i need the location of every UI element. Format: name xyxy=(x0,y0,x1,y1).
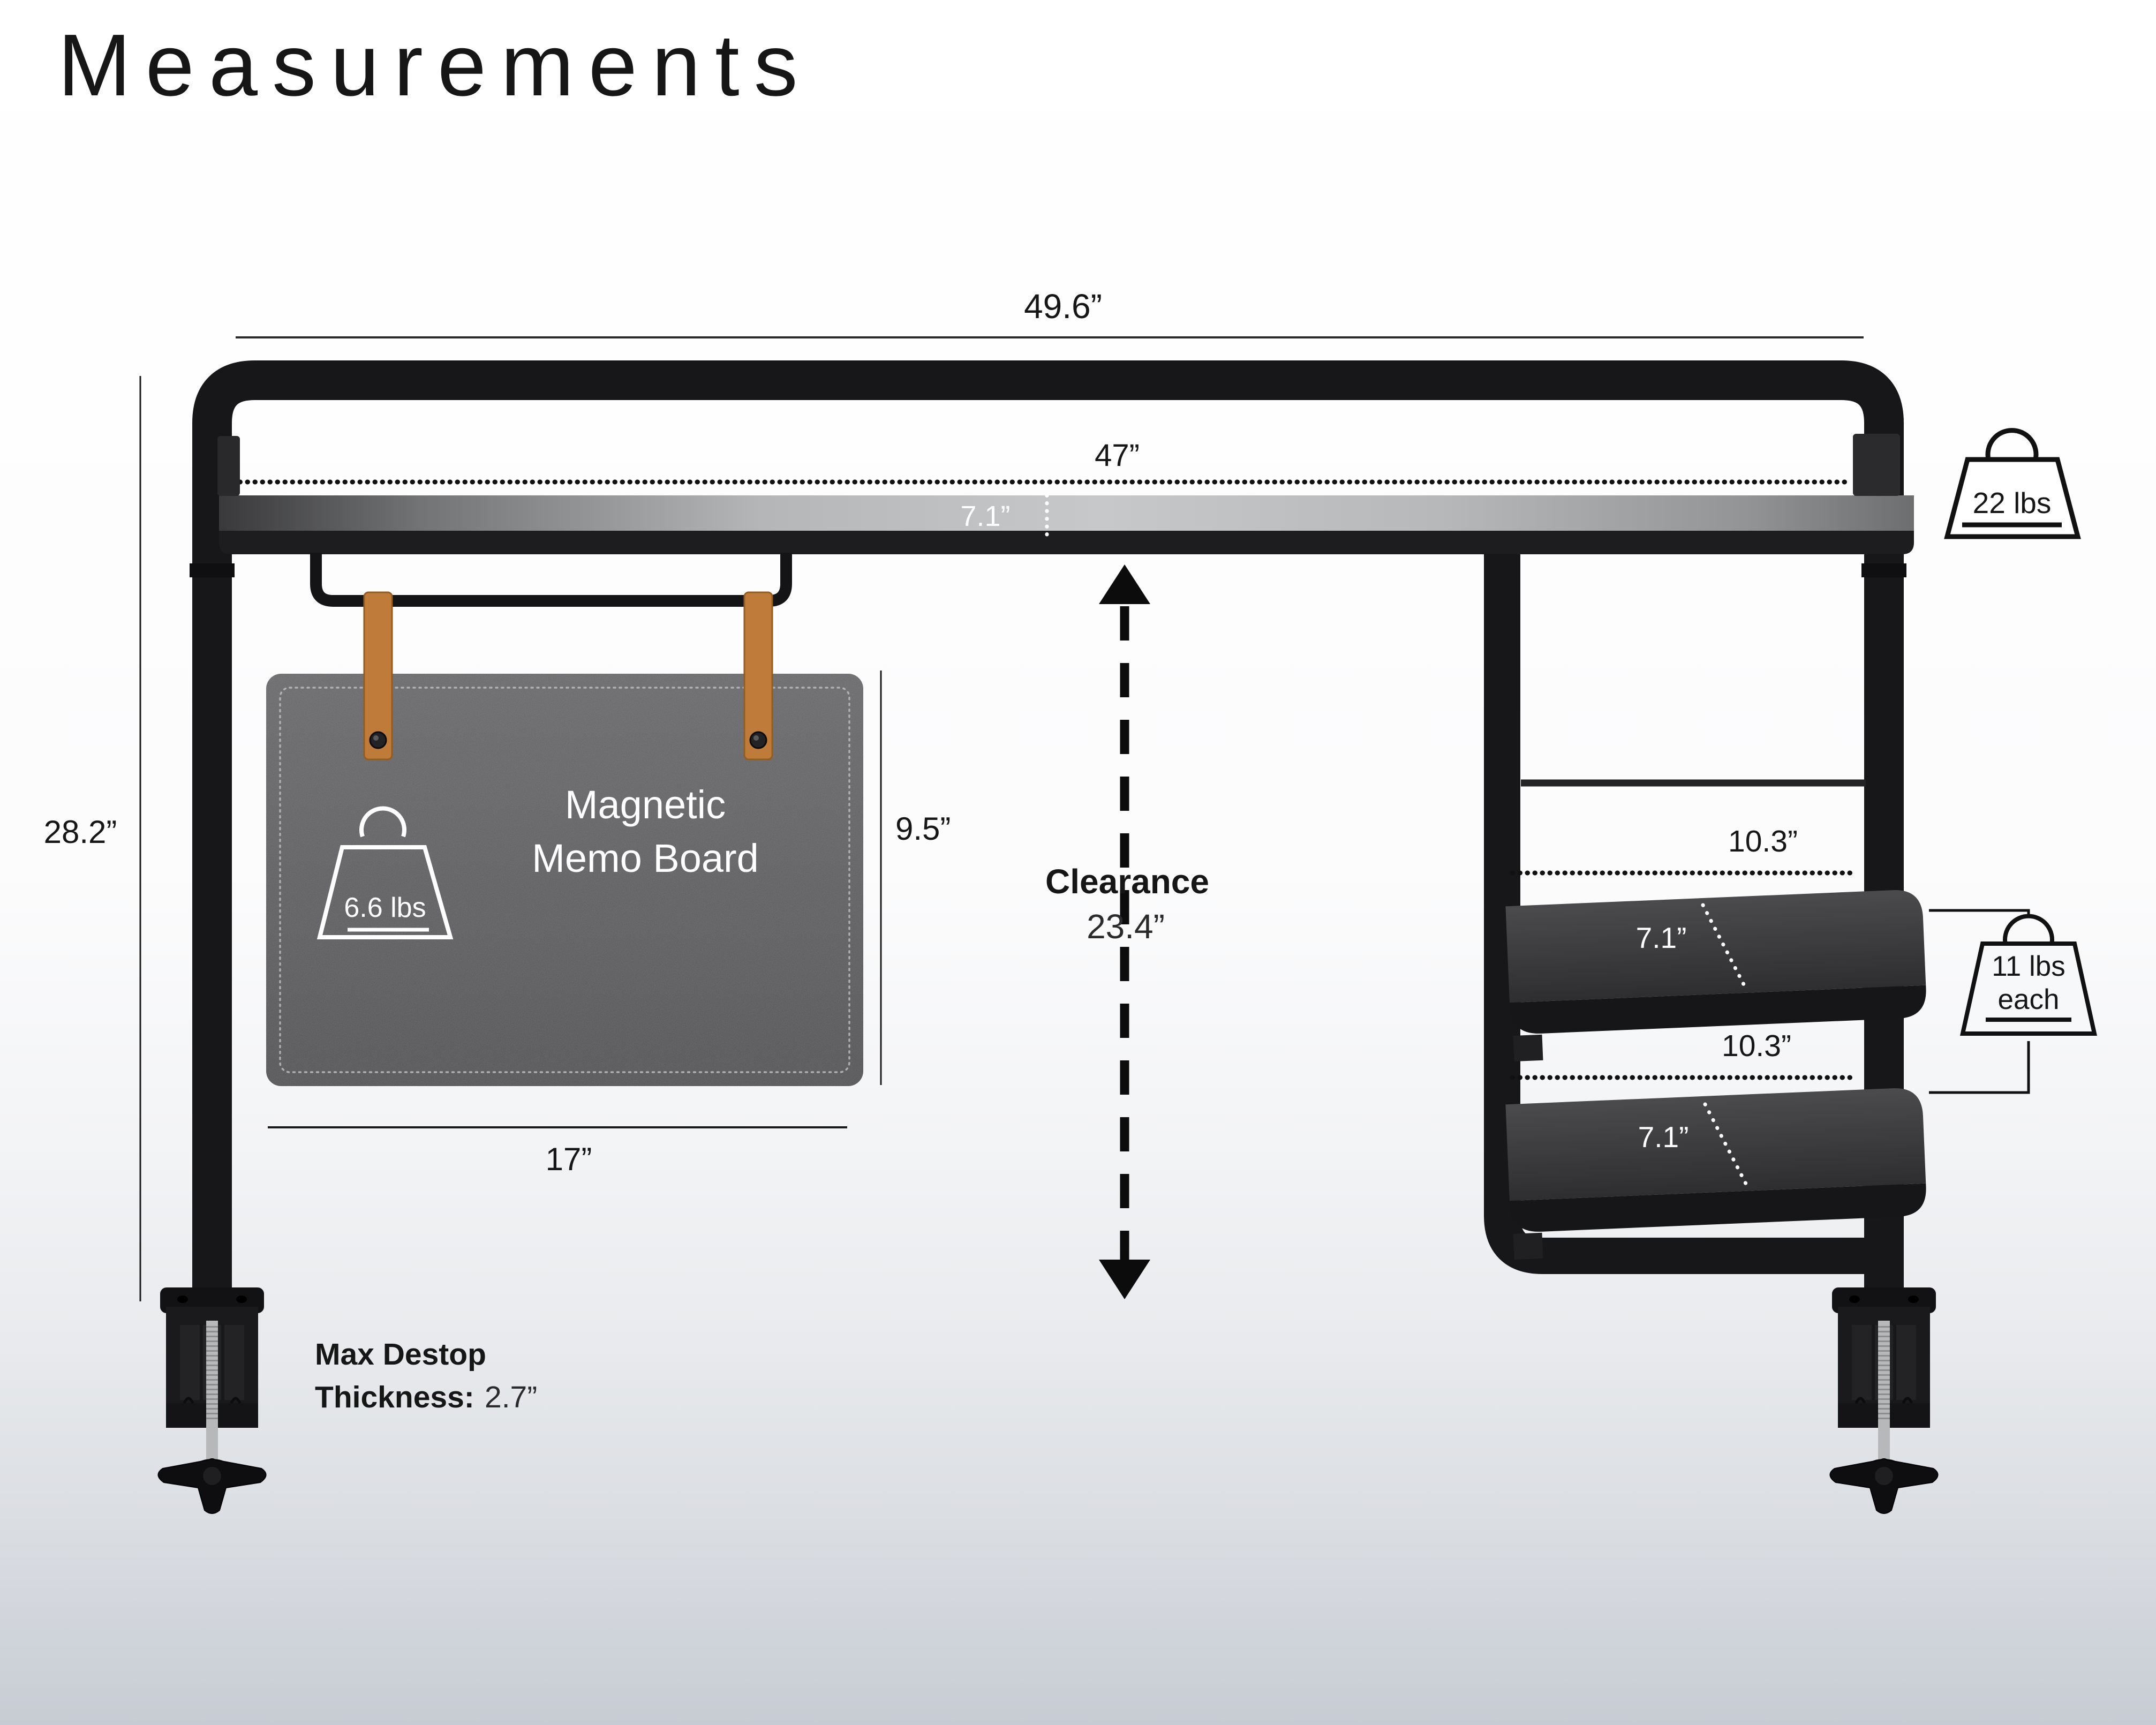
dim-desktop-depth-label: 7.1” xyxy=(960,500,1010,532)
clearance-arrow xyxy=(1099,564,1150,1299)
footnote-thickness-label: Thickness: xyxy=(315,1380,474,1414)
footnote-line1: Max Destop xyxy=(315,1337,486,1372)
clearance-label: Clearance xyxy=(1045,862,1209,901)
clamp-left xyxy=(158,1287,266,1513)
dim-desktop-width-label: 47” xyxy=(1095,438,1140,473)
side-shelf-1 xyxy=(1505,890,1926,1061)
footnote-thickness-value: 2.7” xyxy=(485,1380,537,1414)
shelf1-bracket xyxy=(1513,1034,1543,1061)
tube-sleeve-left xyxy=(190,563,235,577)
dim-shelf2-depth-label: 7.1” xyxy=(1638,1120,1689,1154)
rivet-left-highlight xyxy=(373,735,379,741)
dim-shelf1-depth-label: 7.1” xyxy=(1636,921,1687,954)
shelf2-depth-dotted-line xyxy=(1703,1102,1748,1186)
dim-memo-width-label: 17” xyxy=(546,1141,592,1177)
dim-frame-width-label: 49.6” xyxy=(1024,287,1102,326)
frame-outer-tube xyxy=(192,360,1904,1291)
memo-board-label-line1: Magnetic xyxy=(565,782,726,827)
page-title: Measurements xyxy=(58,16,812,114)
weight-icon-desktop-capacity: 22 lbs xyxy=(1944,428,2081,539)
rivet-right-highlight xyxy=(753,735,759,741)
strap-left xyxy=(363,591,393,760)
hanging-rail xyxy=(310,553,792,607)
rivet-left xyxy=(369,731,387,749)
memo-capacity-label: 6.6 lbs xyxy=(344,892,426,923)
desktop-left-wall xyxy=(217,436,240,496)
arrow-up-icon xyxy=(1099,564,1150,604)
clearance-value: 23.4” xyxy=(1087,907,1165,946)
memo-board-label-line2: Memo Board xyxy=(532,836,759,880)
shelf2-bracket xyxy=(1513,1232,1543,1260)
shelf-capacity-bracket-lower xyxy=(1929,1041,2030,1094)
rivet-right xyxy=(749,731,767,749)
dim-shelf2-width-label: 10.3” xyxy=(1722,1029,1791,1063)
weight-icon-shelf-capacity: 11 lbs each xyxy=(1960,914,2097,1036)
desktop-capacity-label: 22 lbs xyxy=(1973,486,2052,519)
weight-icon-memo-capacity: 6.6 lbs xyxy=(316,806,454,939)
shelf1-depth-dotted-line xyxy=(1701,903,1746,986)
desktop-right-wall xyxy=(1853,434,1900,496)
clamp-right xyxy=(1830,1287,1938,1513)
tube-sleeve-right xyxy=(1861,563,1906,577)
memo-board-stitching xyxy=(279,687,850,1073)
shelf-capacity-label-line2: each xyxy=(1998,984,2060,1015)
strap-right xyxy=(743,591,773,760)
dim-frame-height-label: 28.2” xyxy=(44,814,117,850)
side-shelf-2 xyxy=(1505,1088,1926,1260)
shelf-capacity-label-line1: 11 lbs xyxy=(1992,951,2065,982)
dim-shelf1-width-label: 10.3” xyxy=(1728,824,1798,858)
arrow-down-icon xyxy=(1099,1260,1150,1299)
dim-memo-height-label: 9.5” xyxy=(895,811,951,847)
desktop-top-surface xyxy=(219,495,1914,531)
